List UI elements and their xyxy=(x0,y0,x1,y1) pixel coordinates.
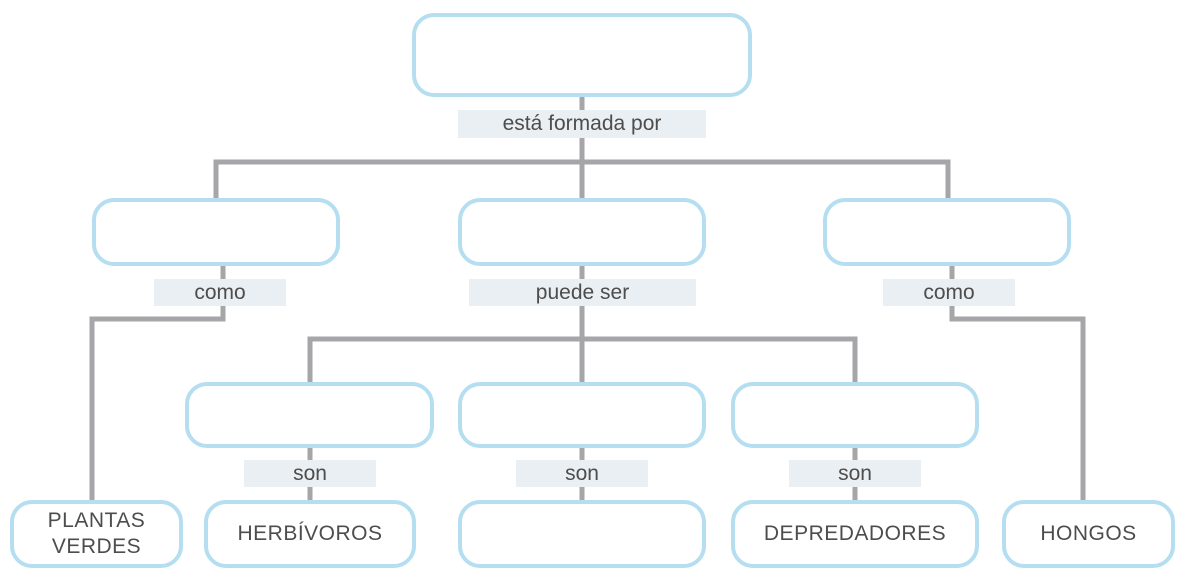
link-label-son-right: son xyxy=(789,460,921,487)
link-label-puede-ser: puede ser xyxy=(469,279,696,306)
box-leaf-hongos: HONGOS xyxy=(1002,500,1175,568)
box-level2-left xyxy=(185,382,434,448)
box-root xyxy=(412,13,752,97)
box-level2-right xyxy=(731,382,979,448)
link-label-esta-formada-por: está formada por xyxy=(458,110,706,138)
box-leaf-depredadores: DEPREDADORES xyxy=(731,500,979,568)
box-level2-center xyxy=(458,382,706,448)
box-leaf-herbivoros: HERBÍVOROS xyxy=(204,500,416,568)
link-label-como-right: como xyxy=(883,279,1015,306)
box-leaf-center xyxy=(458,500,706,568)
link-label-son-left: son xyxy=(244,460,376,487)
connector-center-branch xyxy=(307,336,858,384)
box-level1-center xyxy=(458,198,706,266)
box-leaf-plantas-verdes: PLANTAS VERDES xyxy=(10,500,183,568)
link-label-son-center: son xyxy=(516,460,648,487)
link-label-como-left: como xyxy=(154,279,286,306)
connector-root-branch xyxy=(213,159,951,200)
box-level1-left xyxy=(92,198,340,266)
box-level1-right xyxy=(823,198,1071,266)
